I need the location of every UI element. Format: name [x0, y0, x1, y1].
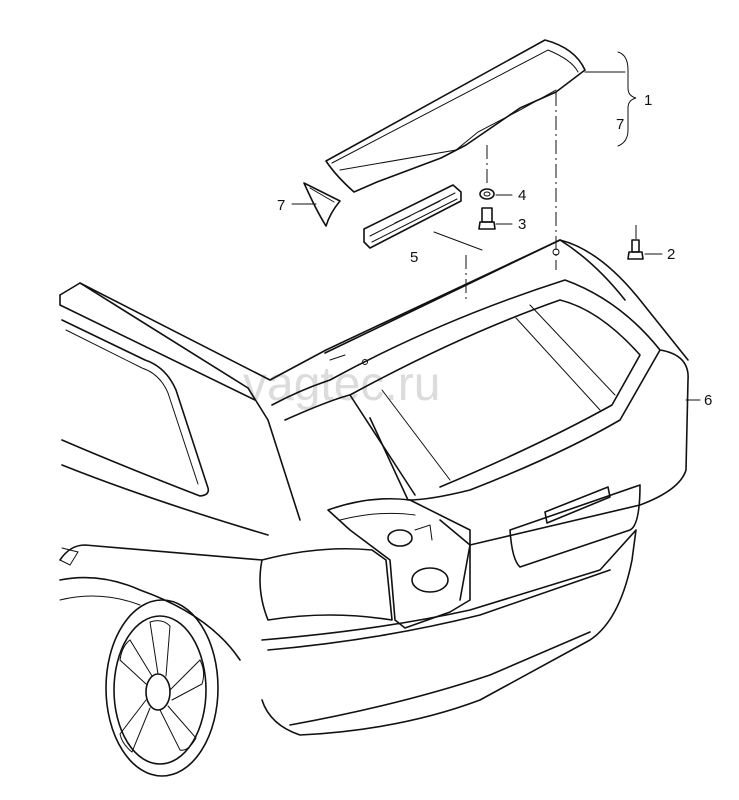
assembly-lines	[465, 92, 637, 300]
callout-5: 5	[410, 249, 418, 266]
callout-1: 1	[644, 92, 652, 109]
callout-6: 6	[704, 392, 712, 409]
callout-7-lower: 7	[277, 197, 285, 214]
callout-3: 3	[518, 216, 526, 233]
car-body	[59, 239, 689, 777]
washer	[479, 188, 495, 200]
callout-4: 4	[518, 187, 526, 204]
rear-spoiler	[325, 39, 586, 193]
watermark-text: vagtec.ru	[243, 358, 440, 411]
third-brake-light	[363, 184, 462, 249]
bolt-2	[627, 239, 644, 260]
callout-2: 2	[667, 246, 675, 263]
spoiler-end-cap	[303, 182, 341, 227]
callout-7-upper: 7	[616, 116, 624, 133]
bolt-3	[478, 207, 496, 230]
leader-lines	[291, 51, 701, 401]
